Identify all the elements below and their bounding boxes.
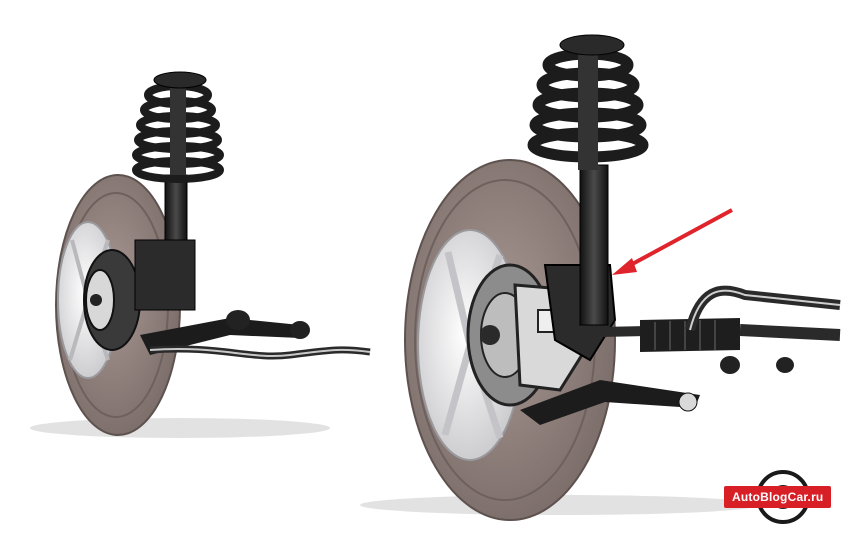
left-suspension-assembly <box>30 71 371 438</box>
right-shadow <box>360 495 760 515</box>
right-lower-control-arm <box>520 380 700 425</box>
left-shadow <box>30 418 330 438</box>
watermark-badge: AutoBlogCar.ru <box>724 486 832 508</box>
red-arrow-icon <box>612 208 733 275</box>
right-suspension-assembly <box>360 34 841 521</box>
right-strut-body <box>579 164 609 326</box>
right-top-mount <box>559 34 625 56</box>
left-top-mount <box>153 71 207 89</box>
